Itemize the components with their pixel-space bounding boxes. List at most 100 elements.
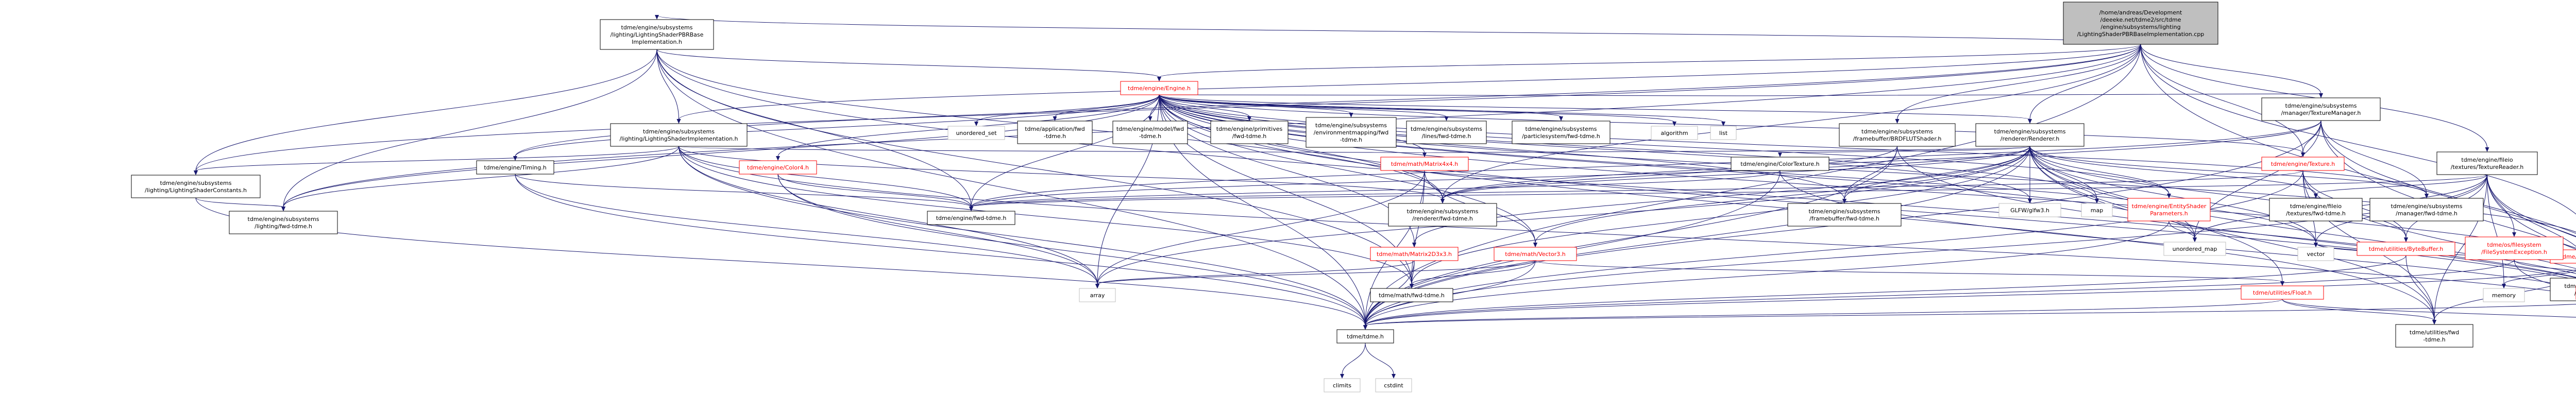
edge-arrowhead (2193, 237, 2197, 242)
node-lighting-fwd[interactable]: tdme/engine/subsystems/lighting/fwd-tdme… (229, 211, 338, 234)
node-box (600, 19, 714, 50)
node-label: unordered_set (956, 130, 997, 136)
node-colortex-h[interactable]: tdme/engine/ColorTexture.h (1731, 157, 1829, 171)
include-edge (2029, 146, 2316, 195)
include-edge (1365, 255, 2406, 326)
edge-arrowhead (2512, 232, 2516, 237)
node-bytebuffer-h[interactable]: tdme/utilities/ByteBuffer.h (2357, 242, 2455, 256)
node-float-h[interactable]: tdme/utilities/Float.h (2241, 285, 2324, 300)
node-box (1839, 123, 1956, 147)
include-edge (1159, 94, 1675, 123)
edge-arrowhead (2425, 194, 2429, 198)
node-algorithm: algorithm (1651, 126, 1698, 140)
node-tex-fwd[interactable]: tdme/engine/fileio/textures/fwd-tdme.h (2269, 198, 2363, 221)
include-edge (195, 49, 657, 172)
node-brdf-h[interactable]: tdme/engine/subsystems/framebuffer/BRDFL… (1839, 123, 1956, 147)
node-label: /renderer/fwd-tdme.h (1412, 215, 1473, 222)
node-texreader-h[interactable]: tdme/engine/fileio/textures/TextureReade… (2436, 151, 2538, 175)
node-vector3-h[interactable]: tdme/math/Vector3.h (1494, 247, 1577, 261)
edge-arrowhead (1363, 325, 1367, 330)
include-edge (2503, 271, 2576, 285)
node-fs-fwd[interactable]: tdme/os/filesystem/fwd-tdme.h (2550, 278, 2576, 301)
include-edge (2029, 146, 2316, 244)
include-edge (1365, 343, 1394, 375)
include-edge (1411, 260, 1536, 285)
node-envmap-fwd[interactable]: tdme/engine/subsystems/environmentmappin… (1306, 117, 1397, 148)
include-edge (2029, 146, 2097, 200)
node-tdme-h[interactable]: tdme/tdme.h (1336, 329, 1394, 344)
node-lsimpl-h[interactable]: tdme/engine/subsystems/lighting/Lighting… (610, 123, 748, 147)
include-edge (2302, 120, 2321, 153)
node-util-fwd[interactable]: tdme/utilities/fwd-tdme.h (2395, 324, 2473, 348)
node-label: tdme/engine/subsystems (621, 24, 693, 31)
include-edge (195, 44, 2141, 172)
node-box (1380, 157, 1469, 171)
edge-arrowhead (194, 170, 198, 175)
include-edge (1424, 146, 2030, 153)
node-engine-fwd[interactable]: tdme/engine/fwd-tdme.h (927, 211, 1015, 225)
include-edge (656, 49, 1160, 78)
node-label: tdme/engine/fileio (2290, 203, 2342, 210)
node-engine-h[interactable]: tdme/engine/Engine.h (1120, 81, 1198, 95)
include-edge (656, 49, 1412, 285)
node-renderer-h[interactable]: tdme/engine/subsystems/renderer/Renderer… (1975, 123, 2084, 147)
node-label: tdme/engine/Engine.h (1128, 85, 1191, 92)
node-timing-h[interactable]: tdme/engine/Timing.h (476, 160, 554, 175)
node-label: tdme/engine/subsystems (1861, 128, 1933, 135)
include-edge (2487, 174, 2576, 237)
node-math-fwd[interactable]: tdme/math/fwd-tdme.h (1370, 288, 1453, 302)
node-label: /LightingShaderPBRBaseImplementation.cpp (2077, 31, 2205, 38)
node-label: /engine/subsystems/lighting (2100, 24, 2180, 30)
node-matrix4x4-h[interactable]: tdme/math/Matrix4x4.h (1380, 157, 1469, 171)
node-climits: climits (1324, 378, 1361, 392)
node-fsexc-h[interactable]: tdme/os/filesystem/FileSystemException.h (2465, 236, 2564, 260)
node-box (1306, 117, 1397, 148)
include-edge (777, 94, 1160, 157)
node-label: tdme/utilities/ByteBuffer.h (2369, 246, 2444, 252)
node-lsconst-h[interactable]: tdme/engine/subsystems/lighting/Lighting… (131, 175, 261, 198)
node-pbrbase-h[interactable]: tdme/engine/subsystems/lighting/Lighting… (600, 19, 714, 50)
include-edge (2487, 174, 2576, 247)
node-framebuf-fwd[interactable]: tdme/engine/subsystems/framebuffer/fwd-t… (1787, 203, 1902, 227)
node-box (1370, 247, 1459, 261)
include-edge (1097, 146, 2030, 285)
node-texmgr-h[interactable]: tdme/engine/subsystems/manager/TextureMa… (2261, 97, 2381, 121)
node-label: Parameters.h (2150, 210, 2188, 217)
include-edge (195, 146, 679, 172)
node-particles-fwd[interactable]: tdme/engine/subsystems/particlesystem/fw… (1512, 121, 1611, 144)
node-box (131, 175, 261, 198)
include-edge (777, 174, 1366, 326)
node-model-fwd[interactable]: tdme/engine/model/fwd-tdme.h (1112, 121, 1188, 144)
node-box (2550, 278, 2576, 301)
include-edge (1365, 269, 2576, 326)
include-edge (2514, 259, 2576, 271)
node-prim-fwd[interactable]: tdme/engine/primitives/fwd-tdme.h (1210, 121, 1289, 144)
include-edge (1159, 94, 2303, 153)
node-glfw: GLFW/glfw3.h (1998, 203, 2061, 217)
edge-arrowhead (1895, 119, 1900, 124)
node-colora-h[interactable]: tdme/engine/Color4.h (739, 160, 817, 175)
node-lines-fwd[interactable]: tdme/engine/subsystems/lines/fwd-tdme.h (1406, 121, 1487, 144)
node-label: tdme/engine/subsystems (2391, 203, 2463, 210)
node-label: -tdme.h (1139, 133, 1161, 140)
node-label: /textures/fwd-tdme.h (2286, 210, 2346, 217)
edge-arrowhead (1392, 374, 1396, 379)
node-cstdint: cstdint (1375, 378, 1412, 392)
node-label: /framebuffer/BRDFLUTShader.h (1853, 135, 1942, 142)
node-renderer-fwd[interactable]: tdme/engine/subsystems/renderer/fwd-tdme… (1388, 203, 1497, 227)
node-matrix2d3-h[interactable]: tdme/math/Matrix2D3x3.h (1370, 247, 1459, 261)
include-edge (679, 146, 1098, 285)
edge-arrowhead (2314, 194, 2318, 198)
node-texture-h[interactable]: tdme/engine/Texture.h (2261, 157, 2345, 171)
node-manager-fwd[interactable]: tdme/engine/subsystems/manager/fwd-tdme.… (2369, 198, 2484, 221)
node-box (1079, 288, 1116, 302)
node-label: tdme/math/Matrix4x4.h (1391, 161, 1459, 167)
include-edge (1365, 299, 2283, 326)
node-label: tdme/engine/primitives (1216, 126, 1283, 132)
node-label: /manager/fwd-tdme.h (2396, 210, 2458, 217)
node-memory: memory (2483, 288, 2525, 302)
node-app-fwd[interactable]: tdme/application/fwd-tdme.h (1017, 121, 1093, 144)
node-root[interactable]: /home/andreas/Development/deeeke.net/tdm… (2063, 2, 2218, 45)
